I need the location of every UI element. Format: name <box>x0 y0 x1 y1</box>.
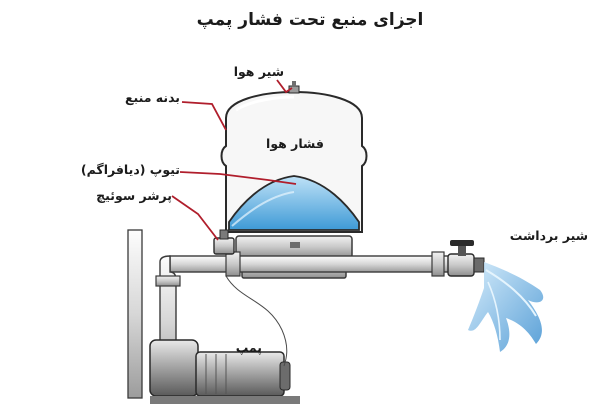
label-diaphragm: تیوپ (دیافراگم) <box>80 162 180 177</box>
pump <box>127 229 300 404</box>
diagram-title: اجزای منبع تحت فشار پمپ <box>196 10 424 30</box>
air-valve <box>288 81 300 94</box>
outlet-valve <box>447 240 485 277</box>
label-tank-body: بدنه منبع <box>124 90 180 105</box>
callout-lines <box>171 79 297 241</box>
label-air-pressure: فشار هوا <box>266 136 324 151</box>
callout-pressure-switch <box>171 195 219 241</box>
pressure-switch <box>213 229 235 255</box>
callout-air-valve <box>276 79 293 94</box>
callout-tank-body <box>181 101 227 131</box>
water-diaphragm <box>228 175 360 231</box>
label-pump: پمپ <box>235 340 262 355</box>
water-spray <box>468 262 544 352</box>
label-outlet-valve: شیر برداشت <box>509 228 588 243</box>
pump-wire <box>225 275 288 367</box>
callout-diaphragm <box>179 171 297 185</box>
label-air-valve: شیر هوا <box>233 64 284 79</box>
label-pressure-switch: پرشر سوئیچ <box>96 188 172 203</box>
